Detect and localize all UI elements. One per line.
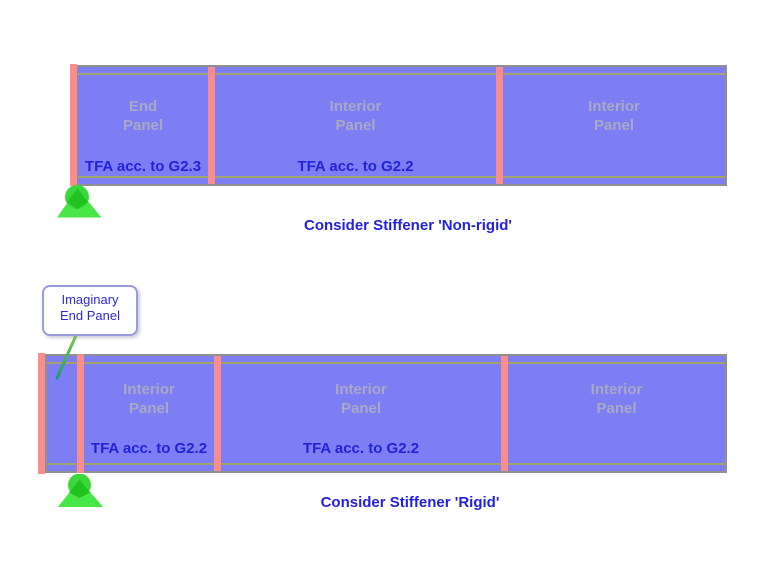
bottom-interior-panel-1-tfa-label: TFA acc. to G2.2 — [90, 440, 208, 457]
callout-line2: End Panel — [60, 308, 120, 323]
stiffener-interior-1 — [208, 67, 215, 184]
bottom-interior-panel-1-title: Interior Panel — [84, 380, 214, 418]
bottom-interior-panel-3-title-line2: Panel — [596, 400, 637, 417]
interior-panel-1-title: Interior Panel — [215, 97, 496, 135]
bottom-interior-panel-3-title: Interior Panel — [508, 380, 725, 418]
pinned-support-icon — [57, 185, 102, 218]
interior-panel-1-tfa-label: TFA acc. to G2.2 — [297, 158, 414, 175]
bottom-interior-panel-1-title-line2: Panel — [128, 400, 170, 417]
stiffener-imaginary-end — [38, 353, 45, 474]
stiffener-end-support — [70, 64, 77, 186]
imaginary-end-panel-callout: Imaginary End Panel — [42, 285, 138, 336]
stiffener-interior-3 — [214, 356, 221, 471]
bottom-interior-panel-1-title-line1: Interior — [123, 381, 175, 398]
bottom-caption: Consider Stiffener 'Rigid' — [320, 494, 500, 511]
top-beam-lower-flange-line — [78, 176, 725, 178]
bottom-beam-upper-flange-line — [47, 362, 725, 364]
top-beam-upper-flange-line — [78, 73, 725, 75]
pinned-support-icon — [58, 474, 103, 507]
bottom-interior-panel-2-title: Interior Panel — [221, 380, 501, 418]
interior-panel-1-title-line1: Interior — [329, 98, 382, 115]
interior-panel-2-title-line2: Panel — [593, 117, 635, 134]
bottom-interior-panel-2-tfa-label: TFA acc. to G2.2 — [302, 440, 420, 457]
bottom-beam-lower-flange-line — [47, 463, 725, 465]
end-panel-title: End Panel — [78, 97, 208, 135]
callout-leader-line — [55, 330, 80, 380]
bottom-interior-panel-2-title-line1: Interior — [335, 381, 387, 398]
top-caption: Consider Stiffener 'Non-rigid' — [304, 217, 512, 234]
bottom-beam — [45, 354, 727, 473]
end-panel-tfa-label: TFA acc. to G2.3 — [84, 158, 202, 175]
top-beam — [76, 65, 727, 186]
interior-panel-2-title: Interior Panel — [503, 97, 725, 135]
interior-panel-1-title-line2: Panel — [335, 117, 376, 134]
stiffener-interior-4 — [501, 356, 508, 471]
stiffener-rigid-support — [77, 354, 84, 473]
stiffener-interior-2 — [496, 67, 503, 184]
bottom-interior-panel-3-title-line1: Interior — [590, 381, 643, 398]
interior-panel-2-title-line1: Interior — [588, 98, 640, 115]
end-panel-title-line2: Panel — [122, 117, 164, 134]
bottom-interior-panel-2-title-line2: Panel — [340, 400, 382, 417]
end-panel-title-line1: End — [128, 98, 158, 115]
callout-line1: Imaginary — [61, 292, 119, 307]
